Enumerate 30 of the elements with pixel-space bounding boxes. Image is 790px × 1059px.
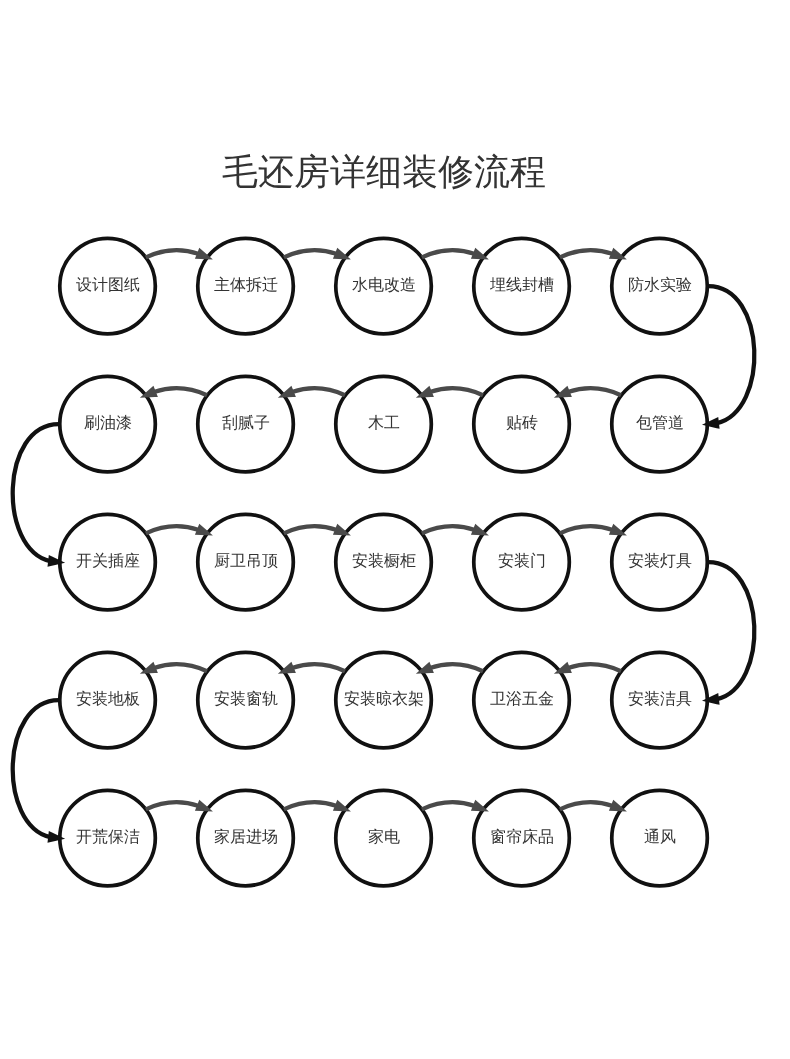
arrow — [10, 697, 66, 843]
arrow — [415, 661, 484, 674]
arrow — [415, 385, 484, 398]
node-circle: 设计图纸 — [57, 235, 158, 336]
arrow — [558, 799, 627, 812]
arrow — [282, 523, 351, 536]
arrow — [420, 247, 489, 260]
arrow — [144, 799, 213, 812]
arrow — [282, 799, 351, 812]
arrow — [277, 661, 346, 674]
arrow — [702, 283, 757, 429]
node-circle: 开关插座 — [57, 511, 158, 612]
arrow — [420, 523, 489, 536]
arrow — [282, 247, 351, 260]
diagram-title: 毛还房详细装修流程 — [221, 150, 546, 193]
node-circle: 开荒保洁 — [57, 787, 158, 888]
arrow — [553, 385, 622, 398]
arrow — [139, 385, 208, 398]
node-circle: 包管道 — [609, 373, 710, 474]
arrow — [277, 385, 346, 398]
arrow — [10, 421, 66, 567]
arrow — [553, 661, 622, 674]
node-circle: 安装洁具 — [609, 649, 710, 750]
arrow — [558, 523, 627, 536]
arrow — [144, 247, 213, 260]
arrow — [144, 523, 213, 536]
arrow — [558, 247, 627, 260]
arrow — [139, 661, 208, 674]
arrow — [420, 799, 489, 812]
arrow — [701, 559, 757, 705]
